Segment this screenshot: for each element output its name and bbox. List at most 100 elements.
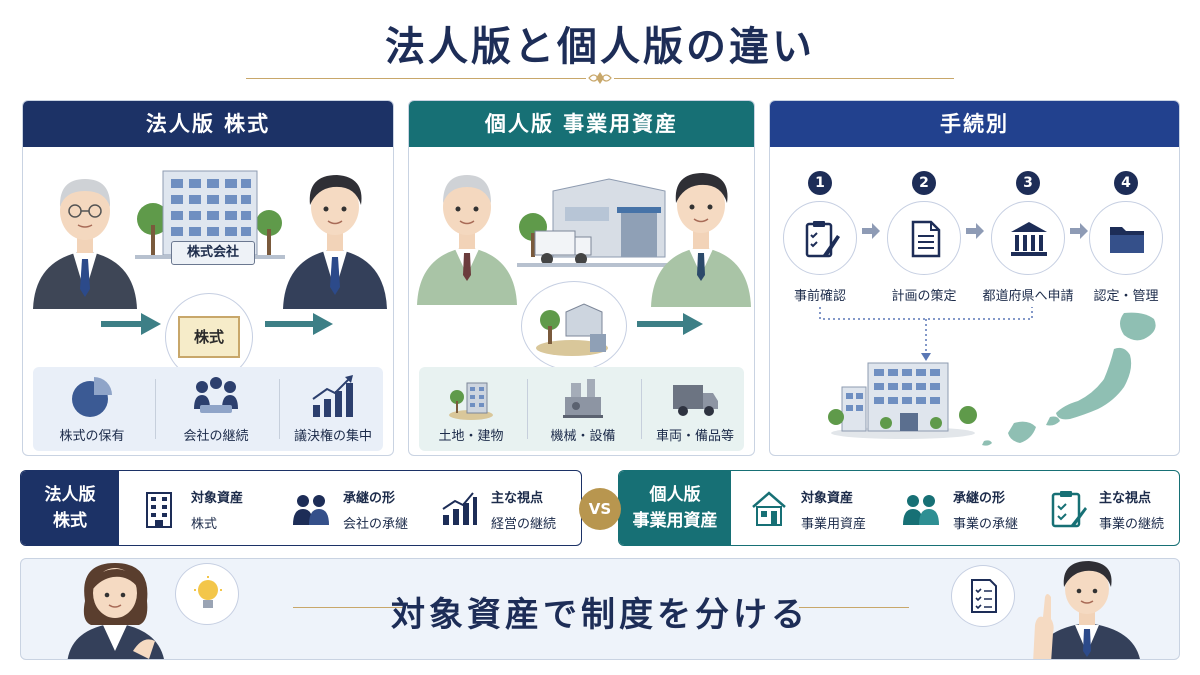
business-assets-circle — [521, 281, 627, 371]
feature-company-continuity: 会社の継続 — [157, 367, 275, 451]
tag-line: 事業用資産 — [632, 511, 718, 531]
step-label: 認定・管理 — [1093, 289, 1159, 304]
people-icon — [293, 495, 329, 525]
shop-house-icon — [752, 491, 786, 526]
bar-chart-growth-icon — [312, 375, 353, 417]
government-building-icon — [1011, 222, 1047, 256]
corporate-target-asset: 対象資産 株式 — [139, 471, 279, 545]
senior-businessman-illustration — [33, 179, 137, 309]
corporate-feature-strip: 株式の保有 会社の継続 議決権の集中 — [33, 367, 383, 451]
corporate-comparison-card: 法人版 株式 対象資産 株式 承継の形 会社の承継 主な視点 経営の継続 — [20, 470, 582, 546]
tag-line: 個人版 — [649, 485, 701, 505]
item-value: 事業の継続 — [1099, 517, 1165, 532]
corporate-succession-form: 承継の形 会社の承継 — [291, 471, 431, 545]
feature-label: 会社の継続 — [183, 429, 249, 444]
banner-rule-left — [293, 607, 403, 608]
step-planning: 2 計画の策定 — [874, 171, 974, 304]
japan-map-icon — [982, 312, 1156, 446]
share-certificate: 株式 — [178, 316, 240, 358]
successor-owner-illustration — [651, 173, 751, 307]
feature-land-building: 土地・建物 — [419, 367, 523, 451]
clipboard-check-icon — [1051, 491, 1087, 528]
corporate-panel-header: 法人版 株式 — [23, 101, 393, 147]
item-title: 対象資産 — [801, 491, 854, 506]
item-title: 承継の形 — [343, 491, 396, 506]
step-circle — [887, 201, 961, 275]
feature-machinery: 機械・設備 — [529, 367, 637, 451]
businessman-pointing-illustration — [1033, 561, 1140, 659]
conclusion-text: 対象資産で制度を分ける — [391, 595, 809, 635]
feature-label: 機械・設備 — [550, 429, 616, 444]
individual-comparison-tag: 個人版 事業用資産 — [619, 471, 731, 545]
truck-icon — [673, 385, 718, 416]
clipboard-pen-icon — [805, 221, 840, 258]
step-prefecture-application: 3 都道府県へ申請 — [978, 171, 1078, 304]
checklist-bubble — [951, 565, 1015, 627]
feature-label: 議決権の集中 — [293, 429, 372, 444]
lightbulb-icon — [194, 576, 222, 608]
item-title: 承継の形 — [953, 491, 1006, 506]
step-label: 計画の策定 — [891, 289, 957, 304]
item-value: 会社の承継 — [343, 517, 409, 532]
pie-chart-icon — [72, 377, 112, 417]
arrow-right-icon — [101, 313, 161, 335]
ornament-icon — [586, 68, 614, 88]
successor-businessman-illustration — [283, 175, 387, 309]
tag-line: 法人版 — [44, 485, 96, 505]
item-value: 事業の承継 — [953, 517, 1019, 532]
idea-bubble — [175, 563, 239, 625]
corporate-comparison-tag: 法人版 株式 — [21, 471, 119, 545]
step-arrow-icon — [966, 223, 984, 239]
individual-comparison-card: 個人版 事業用資産 対象資産 事業用資産 承継の形 事業の承継 主な視点 事業の… — [618, 470, 1180, 546]
step-circle — [783, 201, 857, 275]
item-value: 株式 — [191, 517, 218, 532]
senior-owner-illustration — [417, 175, 517, 305]
tag-line: 株式 — [53, 511, 87, 531]
individual-target-asset: 対象資産 事業用資産 — [749, 471, 889, 545]
banner-rule-right — [799, 607, 909, 608]
feature-label: 株式の保有 — [59, 429, 125, 444]
assets-icon — [536, 303, 608, 356]
document-icon — [911, 220, 941, 258]
step-circle — [991, 201, 1065, 275]
corporate-main-perspective: 主な視点 経営の継続 — [439, 471, 569, 545]
step-prior-check: 1 事前確認 — [770, 171, 870, 304]
item-value: 経営の継続 — [491, 517, 557, 532]
procedure-panel: 手続別 1 事前確認 2 計画の策定 3 — [769, 100, 1180, 456]
individual-panel: 個人版 事業用資産 — [408, 100, 755, 456]
item-title: 主な視点 — [491, 491, 544, 506]
item-value: 事業用資産 — [801, 517, 867, 532]
arrow-right-icon — [637, 313, 703, 335]
step-certification-management: 4 認定・管理 — [1076, 171, 1176, 304]
feature-vehicles-equipment: 車両・備品等 — [643, 367, 747, 451]
item-title: 主な視点 — [1099, 491, 1152, 506]
procedure-panel-header: 手続別 — [770, 101, 1179, 147]
individual-feature-strip: 土地・建物 機械・設備 車両・備品等 — [419, 367, 744, 451]
people-icon — [903, 495, 939, 525]
corporate-panel: 法人版 株式 株式会社 — [22, 100, 394, 456]
item-title: 対象資産 — [191, 491, 244, 506]
conclusion-banner: 対象資産で制度を分ける — [20, 558, 1180, 660]
page-title: 法人版と個人版の違い — [385, 23, 815, 70]
feature-share-holding: 株式の保有 — [33, 367, 151, 451]
step-arrow-icon — [862, 223, 880, 239]
factory-truck-illustration — [517, 178, 673, 267]
office-building-illustration — [828, 362, 977, 439]
step-number: 3 — [1016, 171, 1040, 195]
feature-label: 土地・建物 — [438, 429, 504, 444]
vs-badge: VS — [579, 488, 621, 530]
step-number: 2 — [912, 171, 936, 195]
feature-label: 車両・備品等 — [655, 429, 734, 444]
growth-chart-icon — [442, 492, 477, 525]
folder-icon — [1110, 227, 1144, 253]
individual-main-perspective: 主な視点 事業の継続 — [1047, 471, 1177, 545]
land-building-icon — [449, 382, 493, 420]
step-label: 都道府県へ申請 — [982, 289, 1074, 304]
office-building-icon — [146, 492, 172, 528]
step-number: 4 — [1114, 171, 1138, 195]
arrow-right-icon — [265, 313, 333, 335]
step-circle — [1089, 201, 1163, 275]
businesswoman-illustration — [67, 563, 164, 659]
feature-voting-concentration: 議決権の集中 — [281, 367, 385, 451]
step-label: 事前確認 — [793, 289, 846, 304]
